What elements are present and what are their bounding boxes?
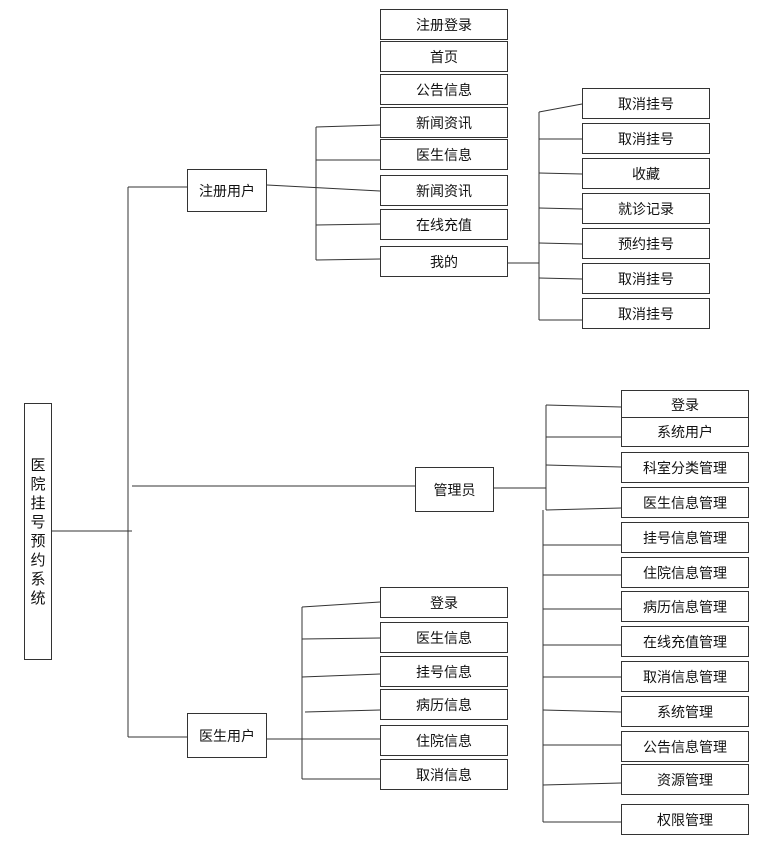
doctor-item-box: 取消信息 bbox=[380, 759, 508, 790]
reg-item-box: 注册登录 bbox=[380, 9, 508, 40]
root-char: 系 bbox=[30, 569, 46, 588]
root-char: 号 bbox=[30, 512, 46, 531]
doctor-item-box: 挂号信息 bbox=[380, 656, 508, 687]
reg-item-box: 公告信息 bbox=[380, 74, 508, 105]
reg-item-box: 新闻资讯 bbox=[380, 107, 508, 138]
root-char: 院 bbox=[30, 474, 46, 493]
my-item-box: 预约挂号 bbox=[582, 228, 710, 259]
admin-item-box: 登录 bbox=[621, 390, 749, 420]
registered-user-box: 注册用户 bbox=[187, 169, 267, 212]
admin-item-box: 公告信息管理 bbox=[621, 731, 749, 762]
my-item-box: 就诊记录 bbox=[582, 193, 710, 224]
root-system-box: 医 院 挂 号 预 约 系 统 bbox=[24, 403, 52, 660]
admin-item-box: 资源管理 bbox=[621, 764, 749, 795]
reg-item-box: 新闻资讯 bbox=[380, 175, 508, 206]
doctor-item-box: 住院信息 bbox=[380, 725, 508, 756]
admin-item-box: 医生信息管理 bbox=[621, 487, 749, 518]
my-item-box: 取消挂号 bbox=[582, 88, 710, 119]
doctor-item-box: 病历信息 bbox=[380, 689, 508, 720]
doctor-item-box: 登录 bbox=[380, 587, 508, 618]
reg-item-my-box: 我的 bbox=[380, 246, 508, 277]
root-char: 约 bbox=[30, 550, 46, 569]
root-char: 挂 bbox=[30, 493, 46, 512]
my-item-box: 取消挂号 bbox=[582, 298, 710, 329]
admin-item-box: 在线充值管理 bbox=[621, 626, 749, 657]
admin-item-box: 系统管理 bbox=[621, 696, 749, 727]
reg-item-box: 医生信息 bbox=[380, 139, 508, 170]
root-char: 统 bbox=[30, 588, 46, 607]
doctor-user-box: 医生用户 bbox=[187, 713, 267, 758]
admin-item-box: 取消信息管理 bbox=[621, 661, 749, 692]
my-item-box: 取消挂号 bbox=[582, 263, 710, 294]
root-char: 预 bbox=[30, 531, 46, 550]
admin-item-box: 病历信息管理 bbox=[621, 591, 749, 622]
admin-box: 管理员 bbox=[415, 467, 494, 512]
admin-item-box: 住院信息管理 bbox=[621, 557, 749, 588]
admin-item-box: 权限管理 bbox=[621, 804, 749, 835]
doctor-item-box: 医生信息 bbox=[380, 622, 508, 653]
reg-item-box: 在线充值 bbox=[380, 209, 508, 240]
admin-item-box: 系统用户 bbox=[621, 417, 749, 447]
root-char: 医 bbox=[30, 455, 46, 474]
admin-item-box: 科室分类管理 bbox=[621, 452, 749, 483]
my-item-box: 收藏 bbox=[582, 158, 710, 189]
admin-item-box: 挂号信息管理 bbox=[621, 522, 749, 553]
my-item-box: 取消挂号 bbox=[582, 123, 710, 154]
reg-item-box: 首页 bbox=[380, 41, 508, 72]
